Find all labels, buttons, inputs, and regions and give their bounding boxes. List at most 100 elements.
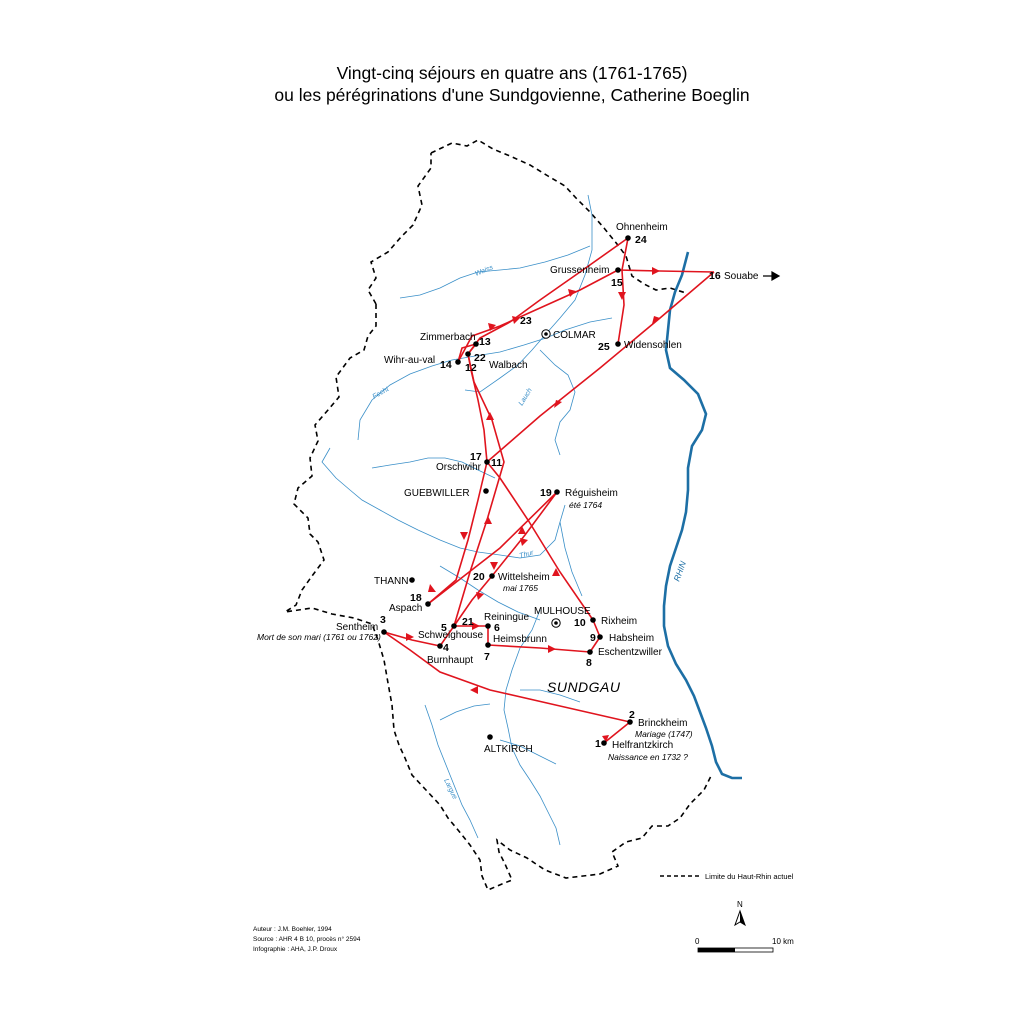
major-cities xyxy=(541,329,561,628)
department-border xyxy=(284,139,713,892)
arrow xyxy=(568,289,576,297)
label-helfrantzkirch: Helfrantzkirch xyxy=(612,740,673,751)
dot-schweighouse xyxy=(451,623,457,629)
num-wittelsheim: 20 xyxy=(473,571,485,583)
label-wihr: Wihr-au-val xyxy=(384,355,435,366)
label-walbach: Walbach xyxy=(489,360,528,371)
num-helfrantzkirch: 1 xyxy=(595,738,601,750)
title-line-2: ou les pérégrinations d'une Sundgovienne… xyxy=(274,85,750,105)
dot-ohnenheim xyxy=(625,235,631,241)
route-21-22 xyxy=(453,353,505,627)
map-title: Vingt-cinq séjours en quatre ans (1761-1… xyxy=(0,62,1024,106)
river-rhine xyxy=(662,251,742,780)
label-wittelsheim: Wittelsheim xyxy=(498,572,550,583)
num-aspach: 18 xyxy=(410,592,422,604)
route-9-10 xyxy=(592,619,601,638)
arrow xyxy=(652,267,660,275)
num-reiningue: 6 xyxy=(494,622,500,634)
route-13-14 xyxy=(457,343,477,363)
legend-border-label: Limite du Haut-Rhin actuel xyxy=(705,872,794,881)
label-reiningue: Reiningue xyxy=(484,612,529,623)
dot-burnhaupt xyxy=(437,643,443,649)
mulhouse-center xyxy=(554,621,558,625)
souabe-arrow-icon xyxy=(763,270,781,282)
arrow xyxy=(484,516,492,524)
label-heimsbrunn: Heimsbrunn xyxy=(493,634,547,645)
route-8-9 xyxy=(589,636,601,653)
river-lauch xyxy=(464,194,593,393)
dot-reiningue xyxy=(485,623,491,629)
num-rixheim: 10 xyxy=(574,617,586,629)
route-24-25 xyxy=(617,269,625,345)
arrow xyxy=(428,584,436,592)
route xyxy=(383,237,715,744)
colmar-center xyxy=(544,332,548,336)
label-reguisheim: Réguisheim xyxy=(565,488,618,499)
dot-wittelsheim xyxy=(489,573,495,579)
route-3-4 xyxy=(383,631,441,647)
dot-rixheim xyxy=(590,617,596,623)
label-mulhouse: MULHOUSE xyxy=(534,606,591,617)
note-sentheim: Mort de son mari (1761 ou 1762) xyxy=(257,632,381,642)
note-reguisheim: été 1764 xyxy=(569,500,602,510)
num-walbach: 22 xyxy=(474,352,486,364)
label-orschwihr: Orschwihr xyxy=(436,462,482,473)
dot-altkirch xyxy=(487,734,493,740)
label-river-fecht: Fecht xyxy=(372,385,392,400)
dot-guebwiller xyxy=(483,488,489,494)
route-2-3 xyxy=(383,631,631,723)
label-aspach: Aspach xyxy=(389,603,422,614)
num-zimmerbach: 13 xyxy=(479,336,491,348)
rivers xyxy=(321,194,613,846)
dot-aspach xyxy=(425,601,431,607)
scale-bar-fill xyxy=(698,948,735,952)
label-habsheim: Habsheim xyxy=(609,633,654,644)
place-dots xyxy=(381,235,633,746)
label-river-weiss: Weiss xyxy=(474,264,495,278)
label-schweighouse: Schweighouse xyxy=(418,630,483,641)
arrow xyxy=(554,400,562,408)
credit-graphics: Infographie : AHA, J.P. Droux xyxy=(253,946,338,953)
label-river-lauch: Lauch xyxy=(518,387,534,407)
num-sentheim: 3 xyxy=(380,614,386,626)
arrow xyxy=(652,316,660,324)
place-labels: Ohnenheim 24 Grussenheim 15 16 Souabe Zi… xyxy=(257,222,781,762)
river-thur xyxy=(321,447,566,559)
arrow xyxy=(476,592,484,600)
river-orschwihr xyxy=(371,457,496,479)
num-schweighouse-21: 21 xyxy=(462,616,474,628)
arrow xyxy=(602,735,609,742)
num-habsheim: 9 xyxy=(590,632,596,644)
label-altkirch: ALTKIRCH xyxy=(484,744,533,755)
arrow xyxy=(472,622,480,630)
route-7-8 xyxy=(487,644,591,653)
river-ill-source xyxy=(520,689,581,703)
arrow xyxy=(460,532,468,540)
label-sentheim: Sentheim xyxy=(336,622,378,633)
route-14-15 xyxy=(457,269,619,363)
label-burnhaupt: Burnhaupt xyxy=(427,655,473,666)
label-river-rhin: RHIN xyxy=(671,559,688,583)
arrow xyxy=(548,645,556,653)
route-23-24 xyxy=(621,237,629,271)
dot-grussenheim xyxy=(615,267,621,273)
num-orschwihr-11: 11 xyxy=(491,457,502,469)
num-widensohlen: 25 xyxy=(598,341,610,353)
label-colmar: COLMAR xyxy=(553,330,596,341)
label-thann: THANN xyxy=(374,576,408,587)
num-colmar: 23 xyxy=(520,315,532,327)
credit-author: Auteur : J.M. Boehler, 1994 xyxy=(253,926,332,933)
legend: Limite du Haut-Rhin actuel xyxy=(660,872,794,881)
dot-zimmerbach xyxy=(473,341,479,347)
arrow xyxy=(618,292,626,300)
river-thur-lower xyxy=(559,521,583,597)
dot-widensohlen xyxy=(615,341,621,347)
title-line-1: Vingt-cinq séjours en quatre ans (1761-1… xyxy=(336,63,688,83)
num-eschentzwiller: 8 xyxy=(586,657,592,669)
arrow xyxy=(490,562,498,570)
scale-bar: N 0 10 km xyxy=(695,900,794,953)
dot-walbach xyxy=(465,351,471,357)
river-fecht xyxy=(357,317,613,441)
dot-thann xyxy=(409,577,415,583)
